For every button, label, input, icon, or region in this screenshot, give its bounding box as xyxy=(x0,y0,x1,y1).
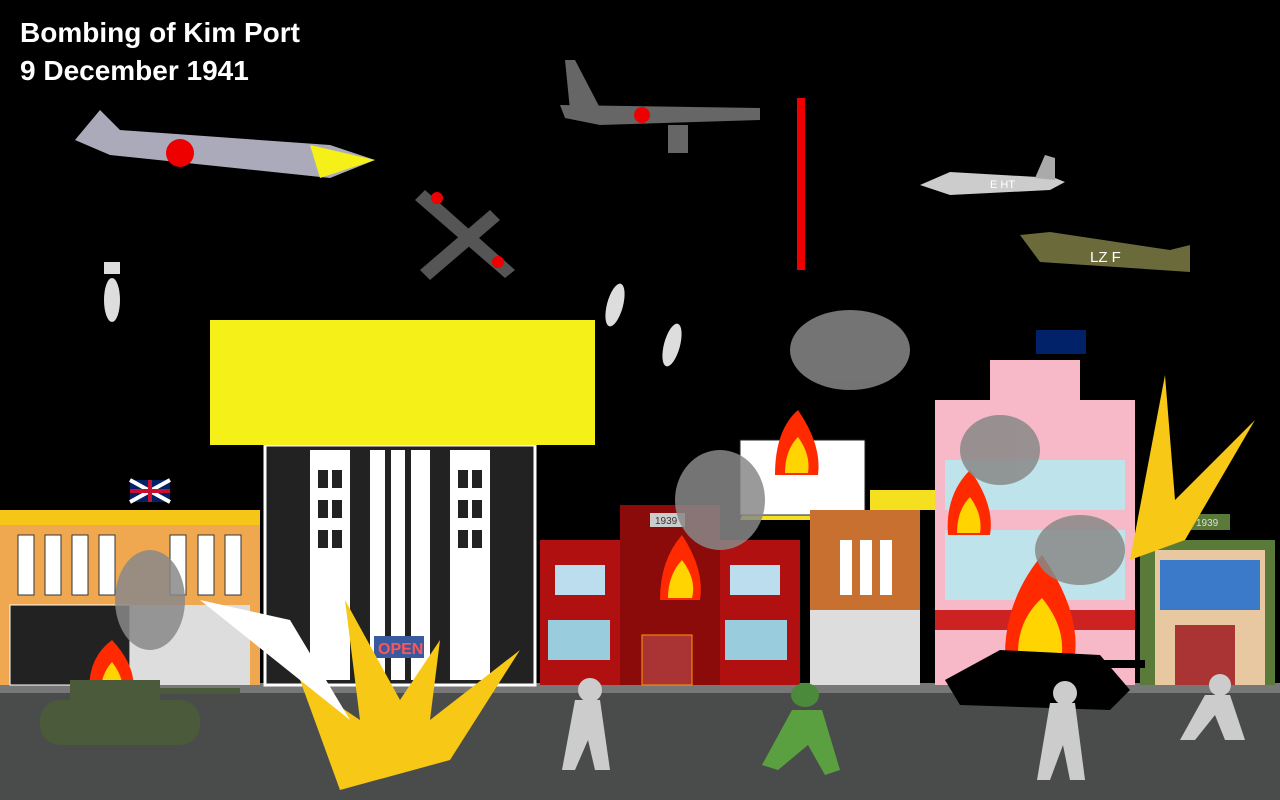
open-sign-text: OPEN xyxy=(378,641,423,658)
tank-silhouette xyxy=(945,650,1145,710)
explosion-right xyxy=(1130,375,1255,560)
tank-left xyxy=(40,680,240,745)
white-tower-building: OPEN xyxy=(263,443,537,687)
billboard xyxy=(210,320,595,445)
sidewalk xyxy=(0,683,1280,693)
spitfire-plane: LZ F xyxy=(1020,232,1190,272)
soldier xyxy=(762,683,840,775)
page-title: Bombing of Kim Port 9 December 1941 xyxy=(20,14,300,90)
falling-bombs xyxy=(104,262,682,367)
mosquito-marking: E HT xyxy=(990,179,1015,191)
smoke xyxy=(115,310,1125,650)
title-line-1: Bombing of Kim Port xyxy=(20,17,300,48)
year-sign-left: 1939 xyxy=(655,516,678,527)
japanese-fighter-plane xyxy=(75,110,375,178)
bomber-plane xyxy=(560,60,760,153)
mosquito-plane: E HT xyxy=(920,155,1065,195)
blue-ensign-flag xyxy=(1036,330,1086,354)
title-line-2: 9 December 1941 xyxy=(20,55,249,86)
open-sign xyxy=(374,636,424,658)
spitfire-marking: LZ F xyxy=(1090,249,1121,266)
diving-plane xyxy=(415,190,515,280)
red-building: 1939 xyxy=(540,505,800,686)
fleeing-civilians xyxy=(562,674,1245,780)
explosion xyxy=(300,600,520,790)
year-sign-right: 1939 xyxy=(1196,518,1219,529)
